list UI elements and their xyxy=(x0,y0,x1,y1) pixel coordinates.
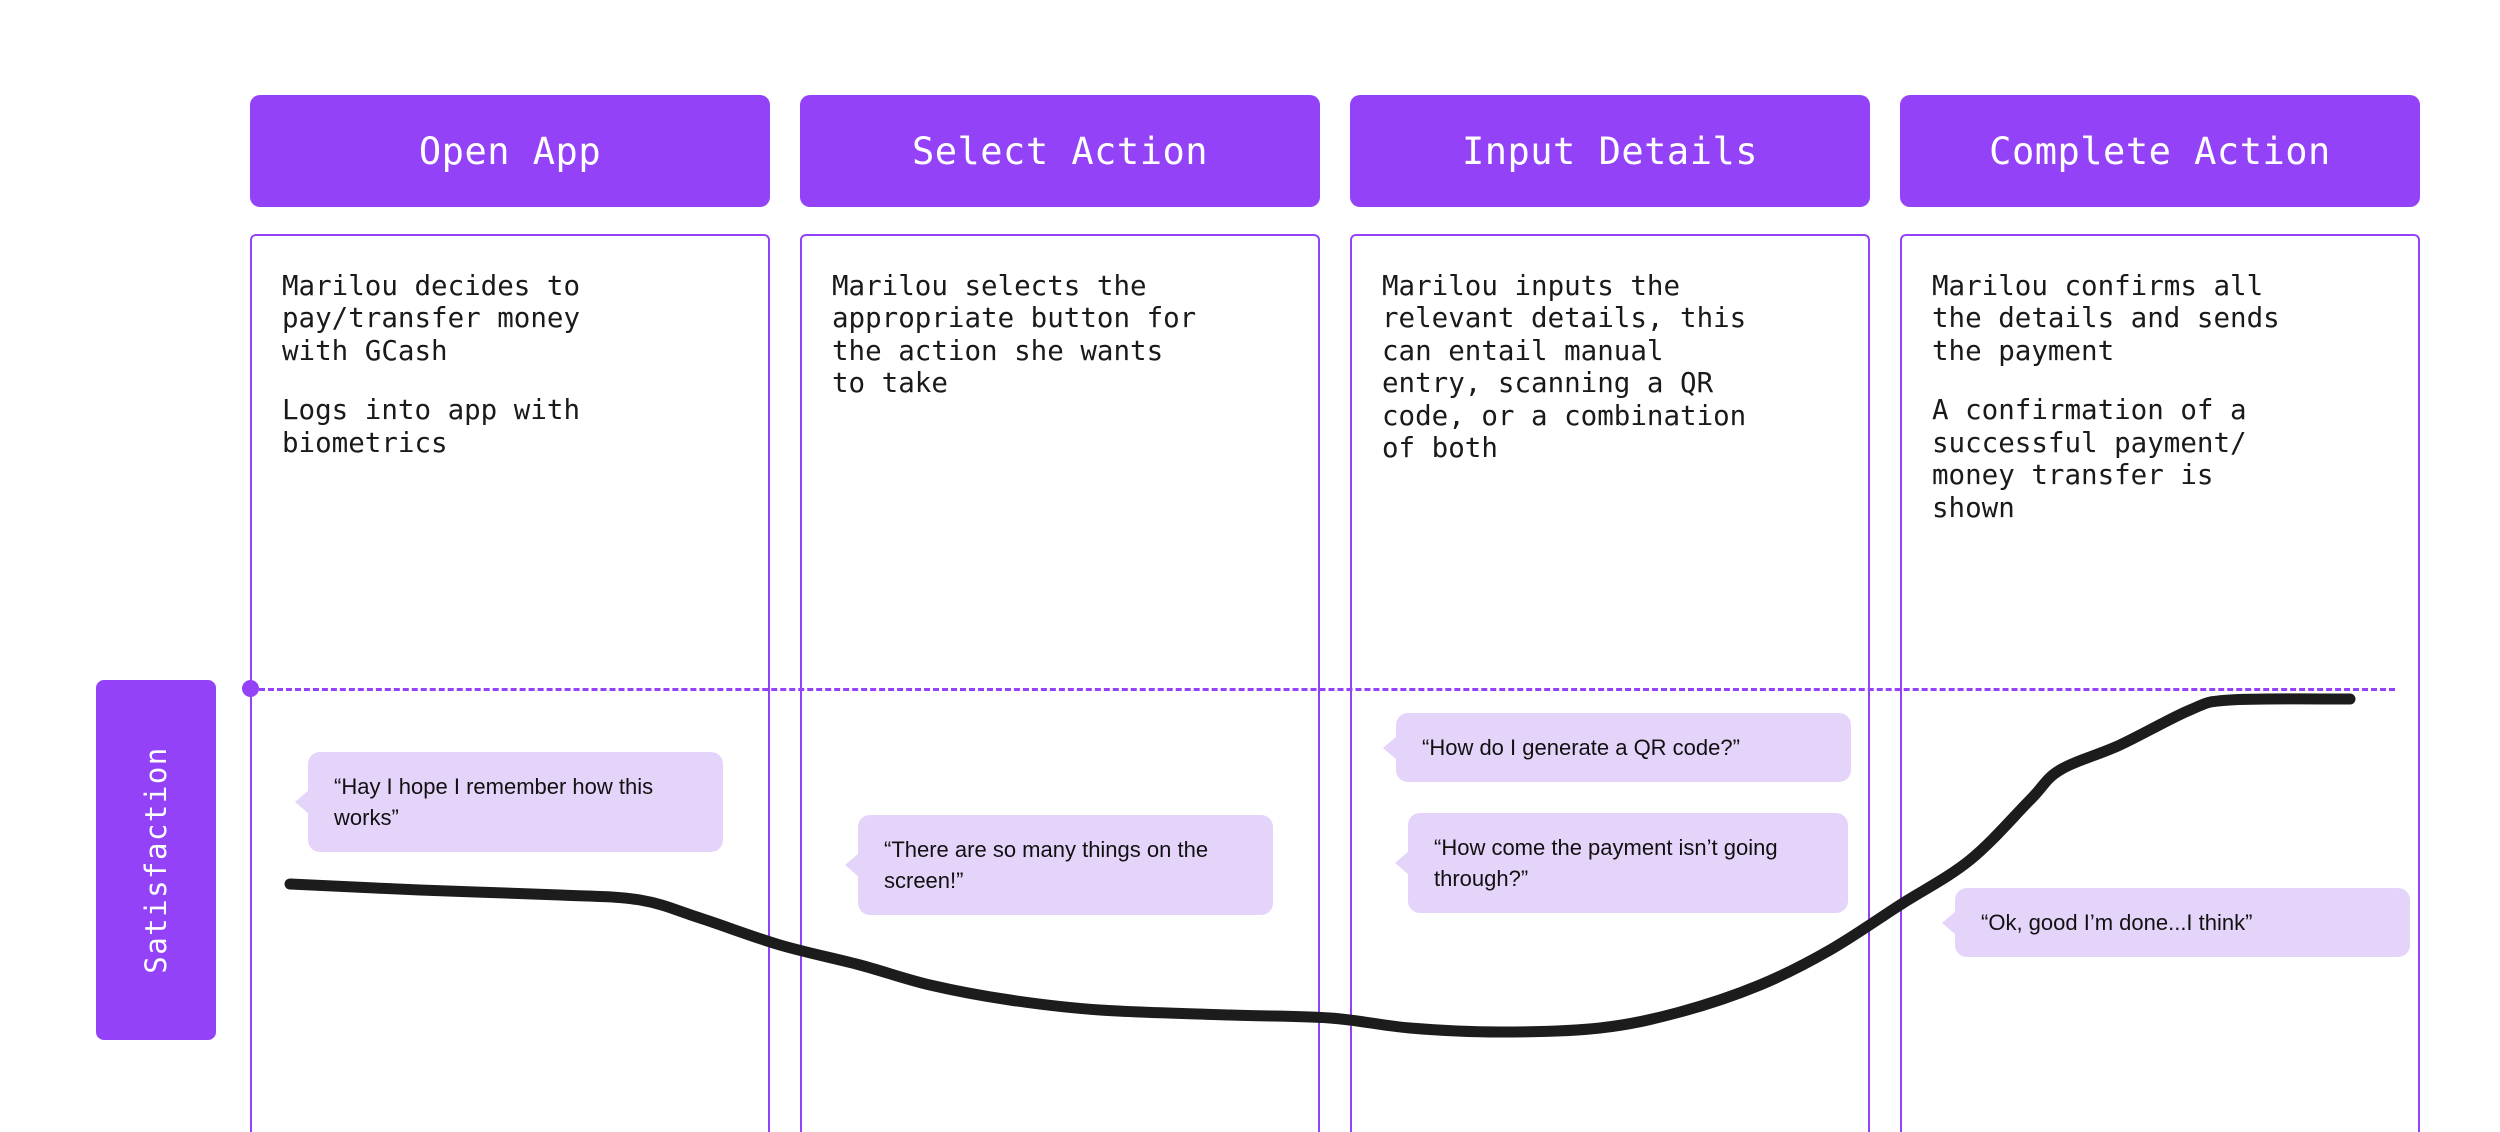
speech-bubble: “How come the payment isn’t going throug… xyxy=(1395,813,1848,914)
speech-bubble: “Ok, good I’m done...I think” xyxy=(1942,888,2410,958)
threshold-dashed-line xyxy=(250,688,2395,691)
stage-column-complete-action: Complete Action Marilou confirms all the… xyxy=(1900,95,2420,1132)
satisfaction-axis-text: Satisfaction xyxy=(139,746,174,974)
speech-bubble-text: “How do I generate a QR code?” xyxy=(1422,735,1740,760)
stage-body-select-action: Marilou selects the appropriate button f… xyxy=(800,234,1320,1132)
stage-body-complete-action: Marilou confirms all the details and sen… xyxy=(1900,234,2420,1132)
stage-column-select-action: Select Action Marilou selects the approp… xyxy=(800,95,1320,1132)
stage-header-complete-action[interactable]: Complete Action xyxy=(1900,95,2420,207)
stage-header-open-app[interactable]: Open App xyxy=(250,95,770,207)
speech-bubble: “There are so many things on the screen!… xyxy=(845,815,1273,916)
stage-title-input-details: Input Details xyxy=(1461,129,1759,173)
speech-bubble: “Hay I hope I remember how this works” xyxy=(295,752,723,853)
speech-bubble-text: “There are so many things on the screen!… xyxy=(884,837,1209,894)
speech-bubble-text: “Hay I hope I remember how this works” xyxy=(334,774,654,831)
stage-paragraph: Marilou selects the appropriate button f… xyxy=(832,270,1197,400)
stage-body-input-details: Marilou inputs the relevant details, thi… xyxy=(1350,234,1870,1132)
stage-title-open-app: Open App xyxy=(418,129,602,173)
stage-paragraph: A confirmation of a successful payment/ … xyxy=(1932,394,2247,524)
stage-paragraph: Marilou inputs the relevant details, thi… xyxy=(1382,270,1747,465)
speech-bubble: “How do I generate a QR code?” xyxy=(1383,713,1851,783)
stage-body-open-app: Marilou decides to pay/transfer money wi… xyxy=(250,234,770,1132)
stage-header-select-action[interactable]: Select Action xyxy=(800,95,1320,207)
stage-title-complete-action: Complete Action xyxy=(1989,129,2331,173)
stage-paragraph: Marilou confirms all the details and sen… xyxy=(1932,270,2280,367)
satisfaction-axis-label: Satisfaction xyxy=(96,680,216,1040)
stage-title-select-action: Select Action xyxy=(911,129,1209,173)
stage-paragraph: Marilou decides to pay/transfer money wi… xyxy=(282,270,581,367)
speech-bubble-text: “How come the payment isn’t going throug… xyxy=(1434,835,1778,892)
stage-column-input-details: Input Details Marilou inputs the relevan… xyxy=(1350,95,1870,1132)
stage-header-input-details[interactable]: Input Details xyxy=(1350,95,1870,207)
speech-bubble-text: “Ok, good I’m done...I think” xyxy=(1981,910,2253,935)
stage-paragraph: Logs into app with biometrics xyxy=(282,394,581,459)
stage-column-open-app: Open App Marilou decides to pay/transfer… xyxy=(250,95,770,1132)
